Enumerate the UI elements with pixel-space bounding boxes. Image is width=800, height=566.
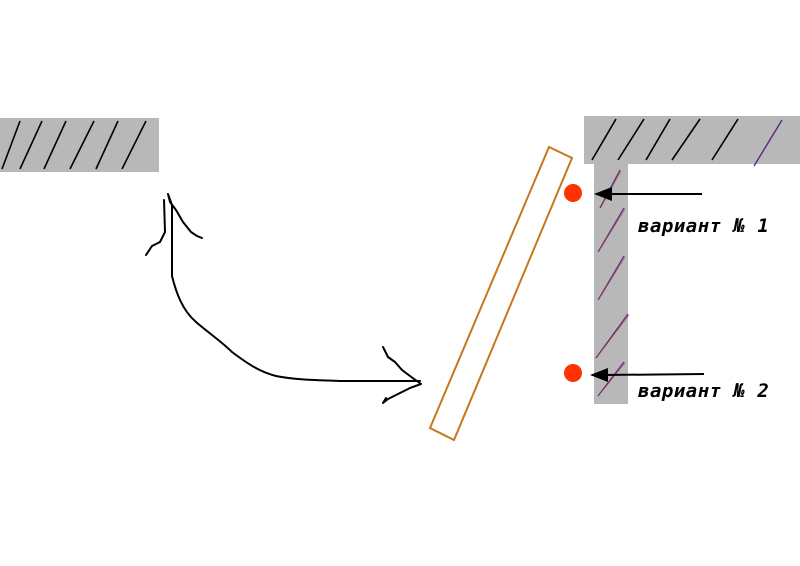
right-wall-top-block bbox=[584, 116, 800, 167]
variant-1-label: вариант № 1 bbox=[638, 215, 770, 237]
rotation-arrow bbox=[145, 193, 422, 404]
variant-2-pointer-arrow bbox=[590, 368, 705, 382]
variant-2-label: вариант № 2 bbox=[638, 380, 770, 402]
variant-2-marker bbox=[564, 364, 582, 382]
variant-1-pointer-arrow bbox=[594, 187, 702, 201]
right-wall-column bbox=[594, 164, 630, 404]
tilted-panel bbox=[428, 145, 574, 442]
variant-1-marker bbox=[564, 184, 582, 202]
left-wall-block bbox=[0, 118, 159, 172]
